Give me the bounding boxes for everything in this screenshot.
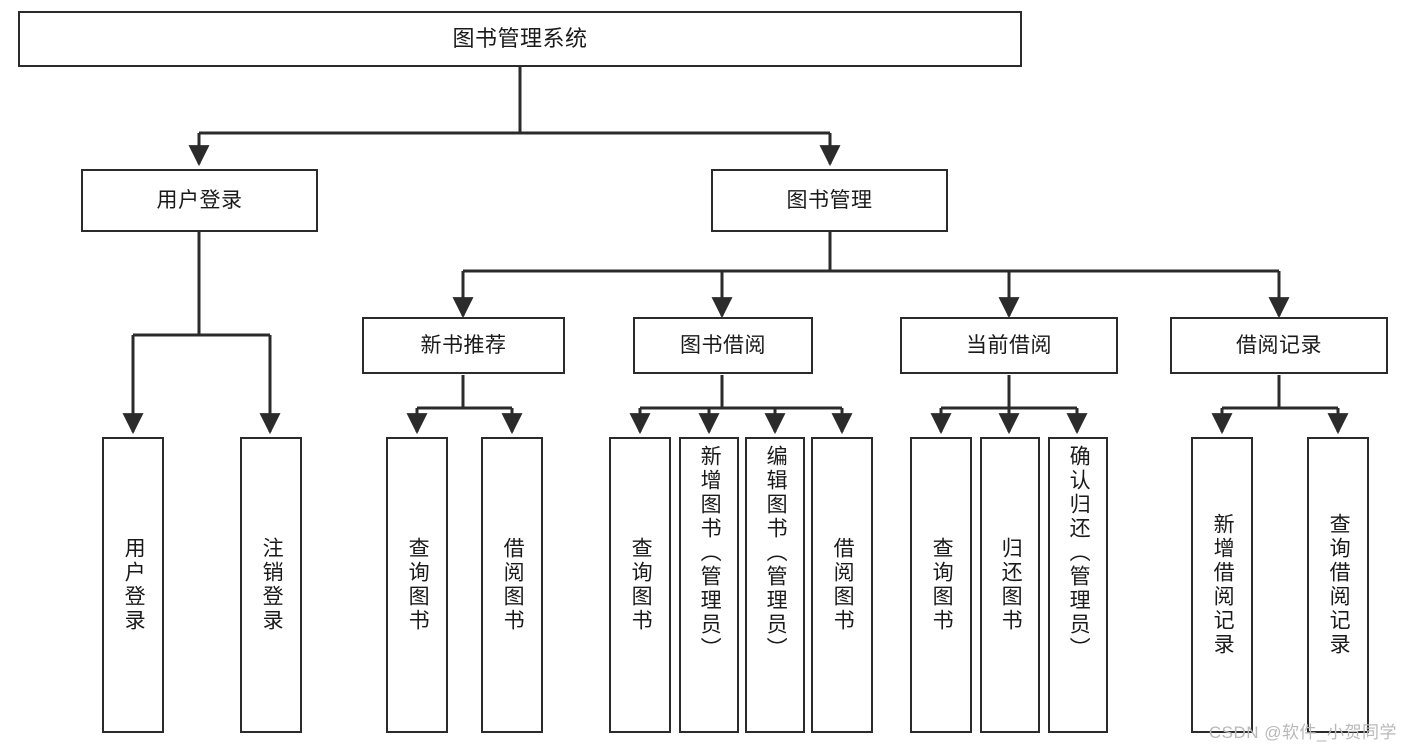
node-user-login[interactable]: 用户登录: [81, 169, 318, 232]
node-new-book-recommend[interactable]: 新书推荐: [362, 317, 565, 374]
node-leaf-query-book-2-label: 查询图书: [629, 537, 653, 633]
node-leaf-query-record[interactable]: 查询借阅记录: [1307, 437, 1369, 733]
node-leaf-confirm-return[interactable]: 确认归还（管理员）: [1048, 437, 1108, 733]
node-leaf-add-book[interactable]: 新增图书（管理员）: [679, 437, 739, 733]
node-book-borrow-label: 图书借阅: [680, 333, 766, 357]
node-leaf-borrow-book-2[interactable]: 借阅图书: [811, 437, 873, 733]
node-book-manage[interactable]: 图书管理: [711, 169, 948, 232]
node-leaf-borrow-book-1[interactable]: 借阅图书: [481, 437, 543, 733]
node-leaf-query-book-1-label: 查询图书: [406, 537, 430, 633]
node-leaf-add-book-label: 新增图书（管理员）: [698, 445, 722, 661]
node-leaf-edit-book-label: 编辑图书（管理员）: [764, 445, 788, 661]
node-root[interactable]: 图书管理系统: [18, 11, 1022, 67]
node-leaf-return-book[interactable]: 归还图书: [980, 437, 1040, 733]
node-leaf-borrow-book-1-label: 借阅图书: [501, 537, 525, 633]
node-borrow-record[interactable]: 借阅记录: [1170, 317, 1388, 374]
node-leaf-return-book-label: 归还图书: [999, 537, 1023, 633]
node-leaf-borrow-book-2-label: 借阅图书: [831, 537, 855, 633]
node-leaf-logout-label: 注销登录: [260, 537, 284, 633]
node-leaf-query-record-label: 查询借阅记录: [1327, 513, 1351, 657]
node-leaf-query-book-1[interactable]: 查询图书: [386, 437, 448, 733]
node-current-borrow-label: 当前借阅: [966, 333, 1052, 357]
watermark: CSDN @软件_小贺同学: [1208, 723, 1397, 742]
node-leaf-user-login-label: 用户登录: [122, 537, 146, 633]
node-leaf-logout[interactable]: 注销登录: [240, 437, 302, 733]
node-user-login-label: 用户登录: [156, 188, 243, 212]
node-leaf-add-record[interactable]: 新增借阅记录: [1191, 437, 1253, 733]
node-new-book-recommend-label: 新书推荐: [420, 333, 507, 357]
node-leaf-query-book-3-label: 查询图书: [930, 537, 954, 633]
node-leaf-edit-book[interactable]: 编辑图书（管理员）: [745, 437, 805, 733]
node-book-borrow[interactable]: 图书借阅: [633, 317, 813, 374]
node-root-label: 图书管理系统: [452, 25, 588, 51]
node-current-borrow[interactable]: 当前借阅: [900, 317, 1118, 374]
node-book-manage-label: 图书管理: [786, 188, 873, 212]
node-leaf-query-book-2[interactable]: 查询图书: [609, 437, 671, 733]
node-leaf-confirm-return-label: 确认归还（管理员）: [1067, 445, 1091, 661]
node-leaf-add-record-label: 新增借阅记录: [1211, 513, 1235, 657]
node-leaf-query-book-3[interactable]: 查询图书: [910, 437, 972, 733]
node-borrow-record-label: 借阅记录: [1236, 333, 1322, 357]
node-leaf-user-login[interactable]: 用户登录: [102, 437, 164, 733]
